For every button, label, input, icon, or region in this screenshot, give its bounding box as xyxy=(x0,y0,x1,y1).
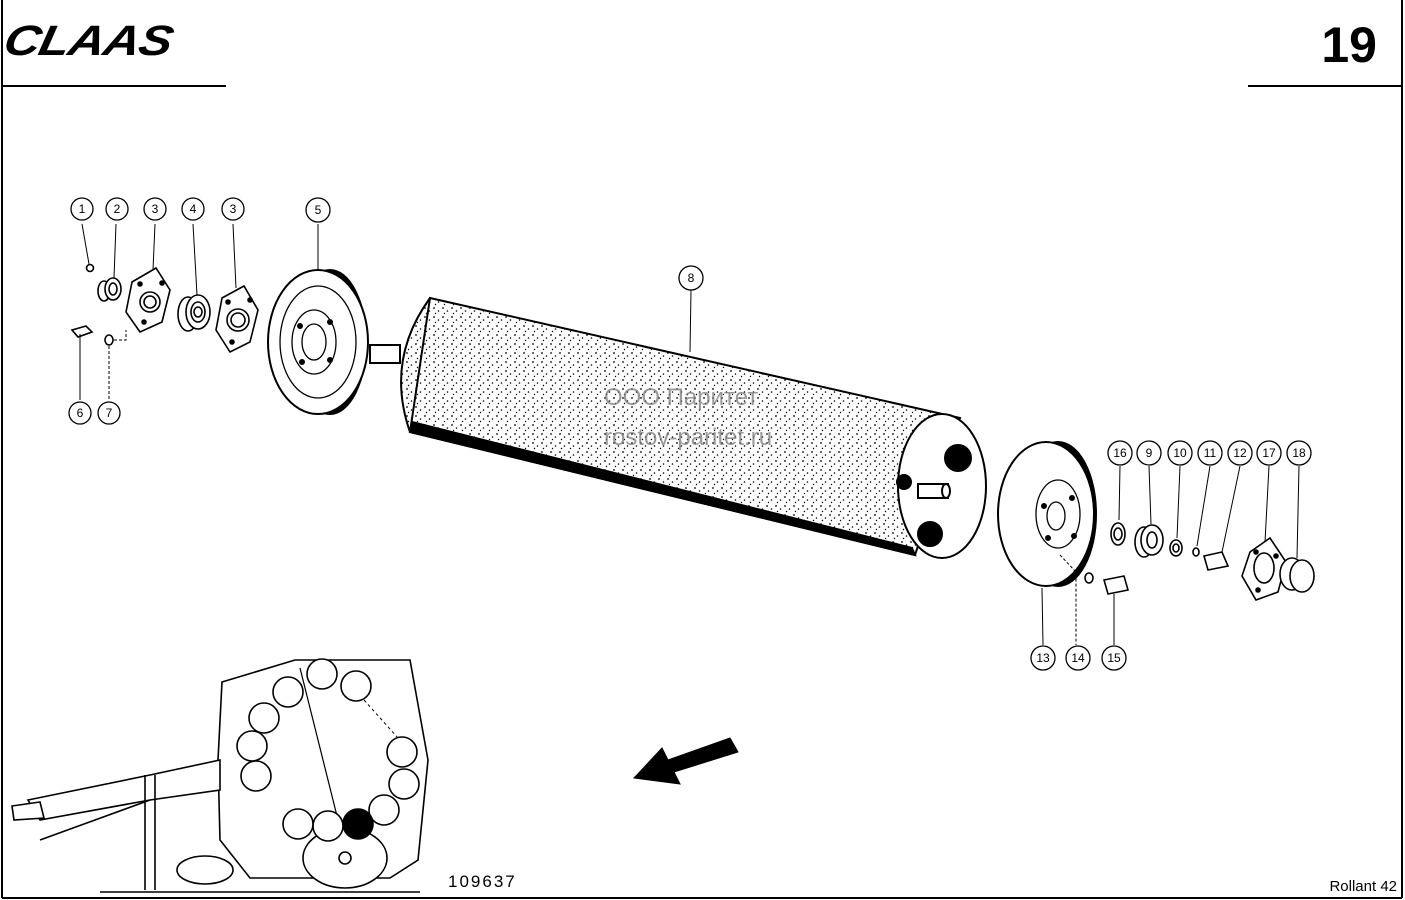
watermark-company: ООО Паритет xyxy=(604,384,759,411)
callout-label: 13 xyxy=(1036,651,1050,665)
part-grease-nipple xyxy=(81,223,95,273)
callout: 13 xyxy=(1030,645,1056,671)
callout-label: 10 xyxy=(1173,446,1187,460)
callout: 5 xyxy=(305,197,331,223)
callout-label: 8 xyxy=(688,271,695,285)
callout-label: 11 xyxy=(1204,446,1217,460)
callout-label: 5 xyxy=(315,203,322,217)
part-end-disc-left xyxy=(267,224,369,415)
part-ring xyxy=(1169,465,1183,557)
part-bearing-right xyxy=(1134,465,1164,558)
part-washer-left xyxy=(104,330,127,400)
page-number: 19 xyxy=(1321,17,1377,73)
part-bolt-upper-right xyxy=(1202,465,1241,571)
callout-label: 17 xyxy=(1262,446,1276,460)
callout-label: 1 xyxy=(79,202,86,216)
direction-arrow-icon xyxy=(632,737,739,785)
callout: 11 xyxy=(1197,440,1223,466)
callout-label: 9 xyxy=(1146,446,1153,460)
callouts: 1 2 3 4 3 5 6 7 8 16 9 10 11 12 17 18 13… xyxy=(68,197,1312,671)
watermark-url: rostov-paritet.ru xyxy=(604,424,773,451)
callout-label: 2 xyxy=(114,202,121,216)
callout: 2 xyxy=(105,197,129,221)
callout-label: 4 xyxy=(190,202,197,216)
part-washer-right xyxy=(1059,554,1094,645)
callout: 1 xyxy=(70,197,94,221)
right-parts-group xyxy=(1059,465,1315,645)
callout: 7 xyxy=(97,401,121,425)
callout: 17 xyxy=(1256,440,1282,466)
part-end-disc-right xyxy=(997,441,1097,646)
part-flange-plate-left xyxy=(125,223,171,334)
part-seal xyxy=(1110,465,1126,546)
callout-label: 18 xyxy=(1292,446,1306,460)
callout: 18 xyxy=(1286,440,1312,466)
part-small-washer xyxy=(1192,465,1211,557)
part-bushing xyxy=(97,223,122,302)
callout: 16 xyxy=(1107,440,1133,466)
callout-label: 15 xyxy=(1107,651,1121,665)
part-flange-housing xyxy=(1241,465,1287,601)
callout: 14 xyxy=(1065,645,1091,671)
callout: 12 xyxy=(1227,440,1253,466)
callout-label: 6 xyxy=(77,406,84,420)
callout: 10 xyxy=(1167,440,1193,466)
part-flange-plate-right xyxy=(215,223,259,354)
part-bolt-left xyxy=(70,325,94,400)
callout: 9 xyxy=(1136,440,1162,466)
callout: 15 xyxy=(1101,645,1127,671)
left-parts-group xyxy=(70,223,259,400)
callout: 4 xyxy=(181,197,205,221)
callout-label: 12 xyxy=(1233,446,1247,460)
callout-label: 14 xyxy=(1071,651,1085,665)
part-cap xyxy=(1279,465,1315,593)
callout-label: 7 xyxy=(106,406,113,420)
callout: 3 xyxy=(221,197,245,221)
model-name: Rollant 42 xyxy=(1329,878,1397,895)
callout: 3 xyxy=(143,197,167,221)
callout: 8 xyxy=(678,265,704,291)
part-bearing xyxy=(177,223,211,332)
part-bolt-lower-right xyxy=(1102,575,1130,645)
baler-locator-sketch xyxy=(11,658,429,893)
part-roller xyxy=(369,289,987,559)
brand-logo: CLAAS xyxy=(0,16,178,65)
callout: 6 xyxy=(68,401,92,425)
drawing-number: 109637 xyxy=(448,872,517,891)
callout-label: 3 xyxy=(152,202,159,216)
callout-label: 3 xyxy=(230,202,237,216)
callout-label: 16 xyxy=(1113,446,1127,460)
